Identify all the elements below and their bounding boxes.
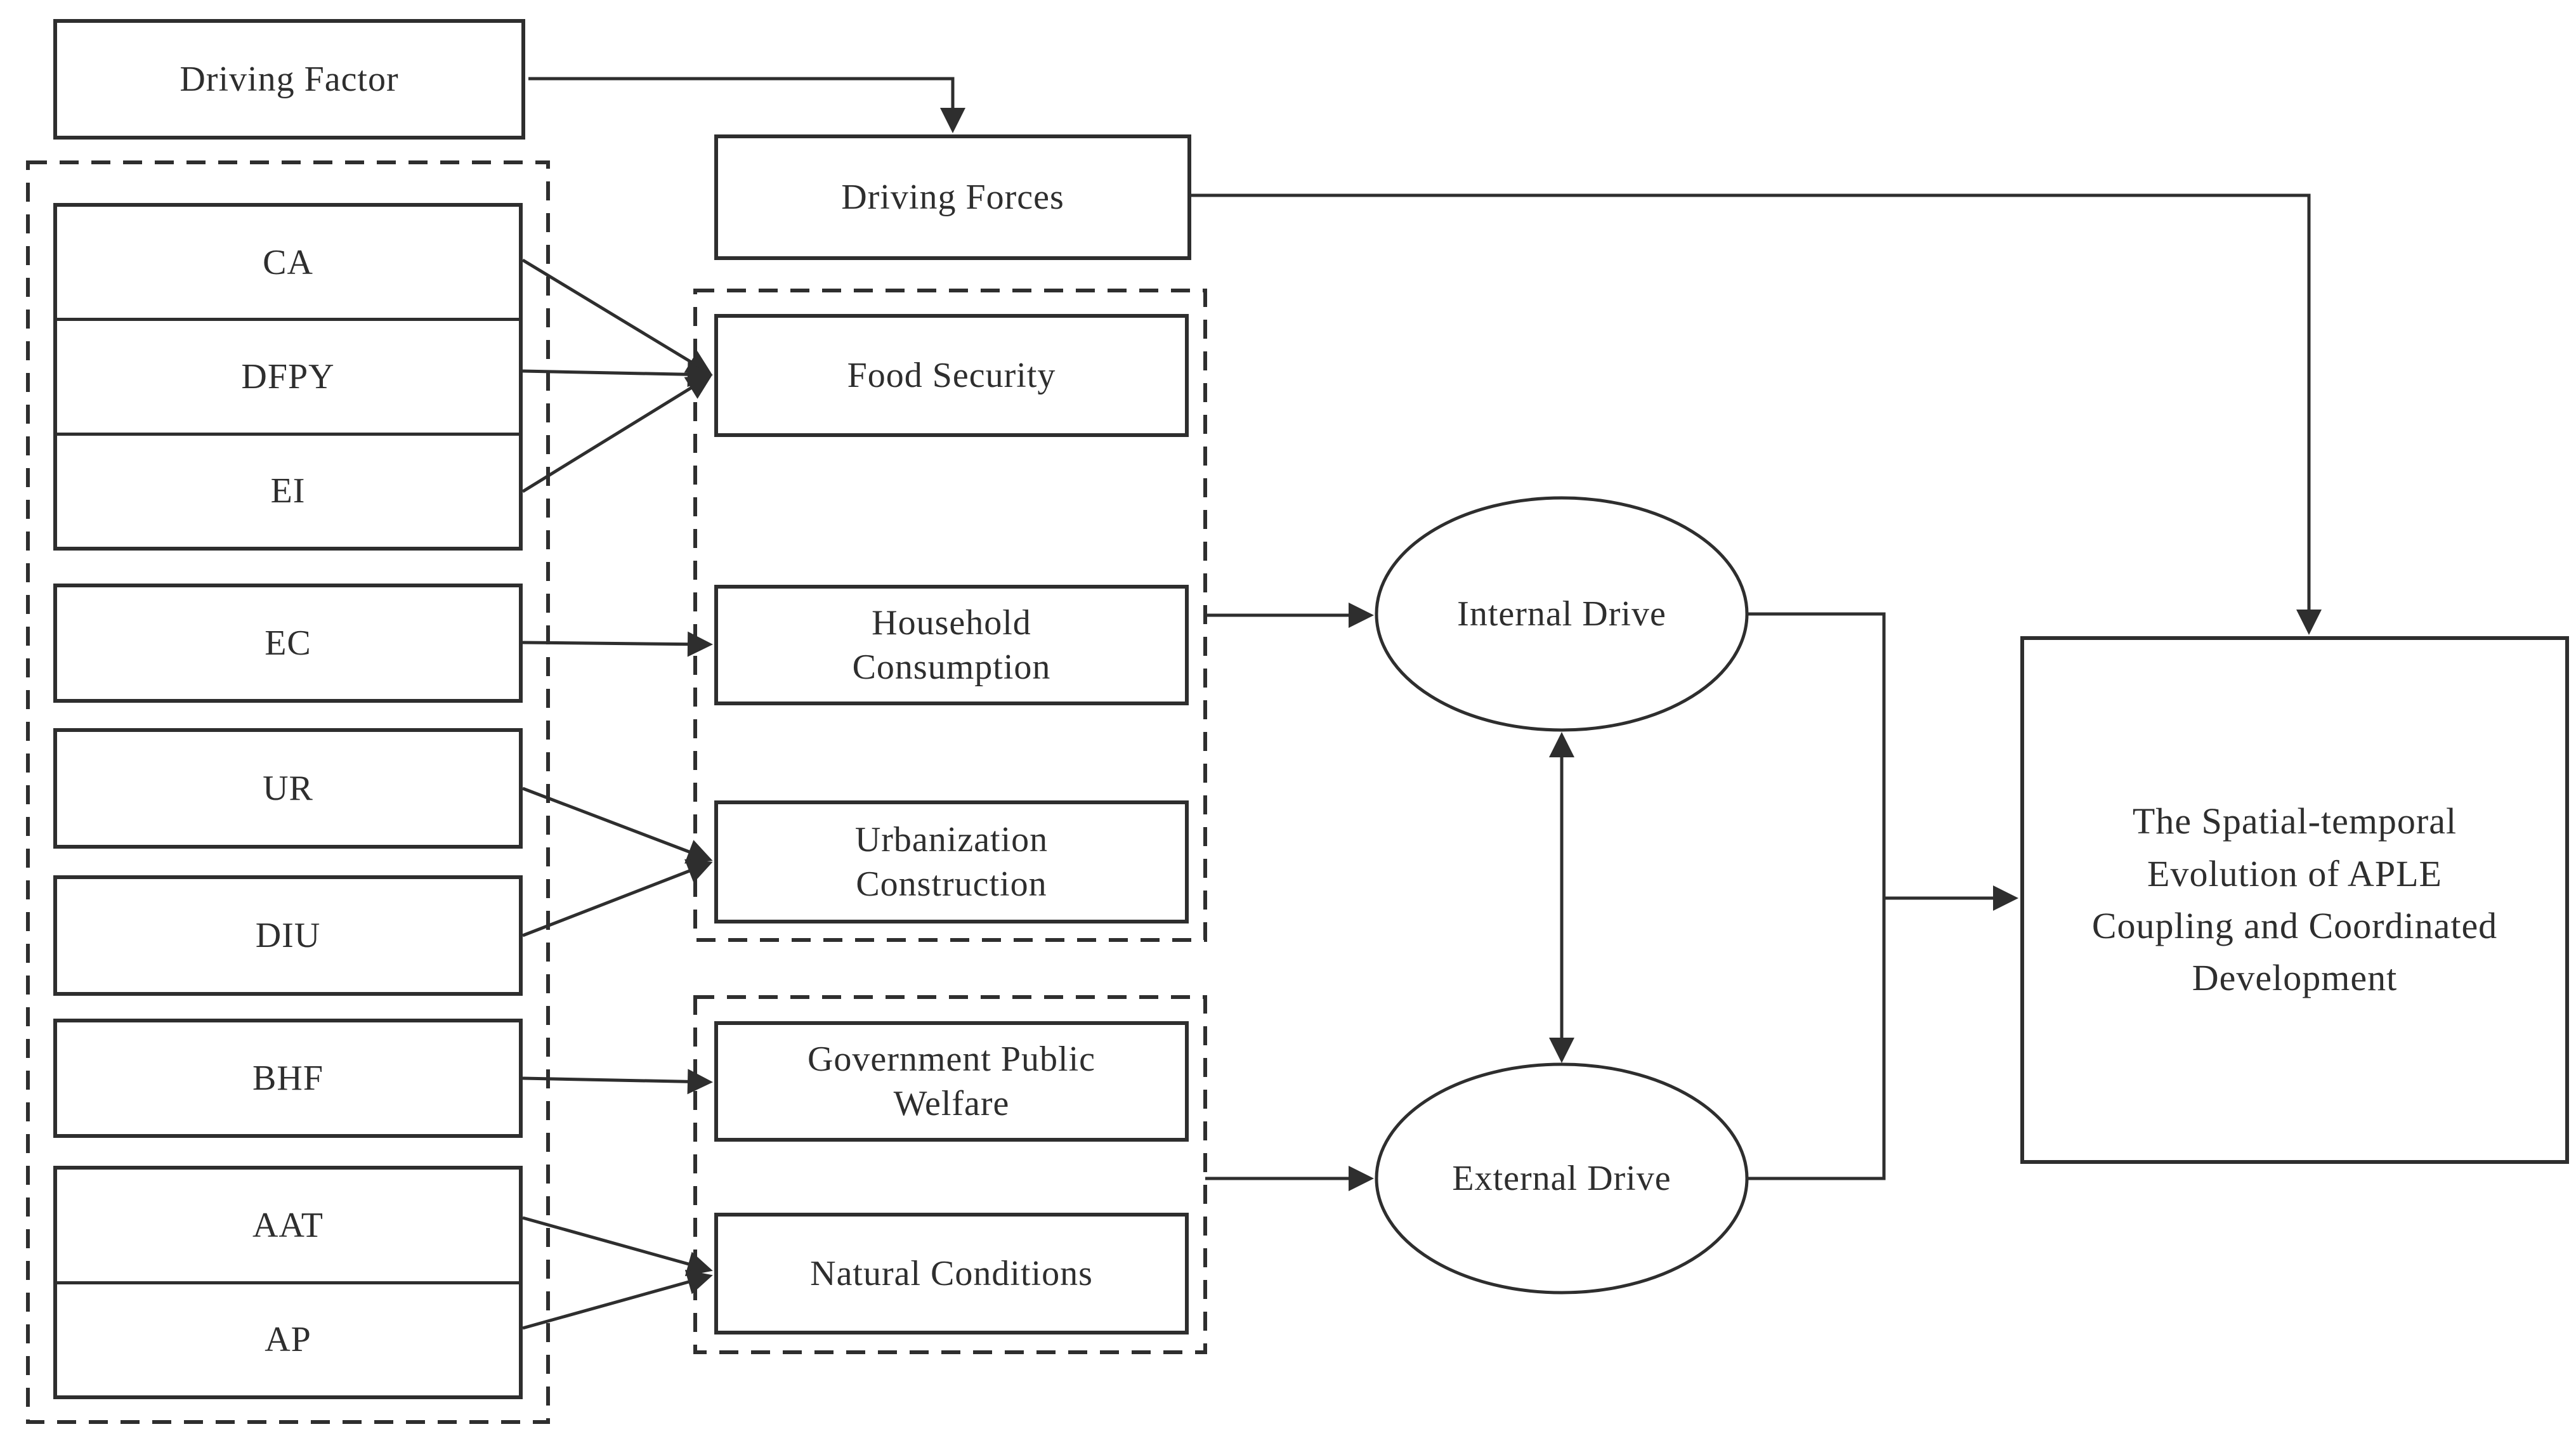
driving-factor-label: Driving Factor <box>180 60 399 99</box>
connector-dfpy-to-food-security <box>522 362 713 388</box>
factor-stack-ca-dfpy-ei: CA DFPY EI <box>53 203 523 551</box>
government-public-welfare-box: Government Public Welfare <box>714 1021 1189 1142</box>
external-category-group-border <box>693 995 1207 1354</box>
driving-forces-box: Driving Forces <box>714 134 1191 260</box>
driving-factor-box: Driving Factor <box>53 19 525 140</box>
driving-factor-group-border <box>26 160 550 1424</box>
factor-box-ec: EC <box>53 584 523 703</box>
connector-diu-to-urbanization-construction <box>522 859 713 937</box>
factor-box-ei: EI <box>57 432 519 547</box>
factor-box-ca: CA <box>57 207 519 318</box>
factor-label-dfpy: DFPY <box>241 356 335 396</box>
outcome-label: The Spatial-temporal Evolution of APLE C… <box>2091 800 2498 999</box>
factor-label-ap: AP <box>265 1320 311 1360</box>
factor-stack-aat-ap: AAT AP <box>53 1166 523 1399</box>
factor-label-diu: DIU <box>255 916 321 955</box>
factor-label-ca: CA <box>263 242 313 282</box>
natural-conditions-label: Natural Conditions <box>810 1254 1093 1293</box>
household-consumption-box: Household Consumption <box>714 585 1189 705</box>
factor-box-dfpy: DFPY <box>57 318 519 432</box>
external-drive-label: External Drive <box>1452 1159 1671 1198</box>
connector-driving-factor-to-driving-forces <box>528 77 965 133</box>
external-drive-ellipse <box>1375 1062 1749 1295</box>
driving-forces-label: Driving Forces <box>841 178 1064 217</box>
factor-label-ec: EC <box>265 623 311 663</box>
factor-label-ur: UR <box>263 769 313 808</box>
factor-label-ei: EI <box>270 471 306 511</box>
connector-ca-to-food-security <box>521 258 713 375</box>
connector-ec-to-household-consumption <box>522 631 713 657</box>
factor-box-bhf: BHF <box>53 1019 523 1138</box>
factor-label-bhf: BHF <box>252 1059 324 1098</box>
factor-box-aat: AAT <box>57 1170 519 1281</box>
factor-box-ur: UR <box>53 728 523 849</box>
connector-ap-to-natural-conditions <box>522 1269 713 1330</box>
internal-drive-label: Internal Drive <box>1457 594 1666 634</box>
factor-box-diu: DIU <box>53 875 523 996</box>
factor-box-ap: AP <box>57 1281 519 1396</box>
internal-drive-ellipse <box>1375 496 1749 732</box>
urbanization-construction-label: Urbanization Construction <box>854 820 1049 904</box>
connector-ei-to-food-security <box>521 374 713 493</box>
outcome-box: The Spatial-temporal Evolution of APLE C… <box>2020 636 2569 1164</box>
connector-internal-drive-to-junction <box>1747 612 1886 898</box>
government-public-welfare-label: Government Public Welfare <box>807 1040 1096 1123</box>
connector-external-drive-to-junction <box>1747 898 1886 1180</box>
connector-bhf-to-government-public-welfare <box>522 1069 713 1095</box>
connector-ur-to-urbanization-construction <box>522 786 713 864</box>
urbanization-construction-box: Urbanization Construction <box>714 800 1189 923</box>
household-consumption-label: Household Consumption <box>852 603 1051 687</box>
connector-aat-to-natural-conditions <box>522 1216 713 1277</box>
factor-label-aat: AAT <box>252 1205 324 1245</box>
connector-driving-forces-to-outcome <box>1191 193 2322 635</box>
natural-conditions-box: Natural Conditions <box>714 1213 1189 1334</box>
food-security-box: Food Security <box>714 314 1189 437</box>
food-security-label: Food Security <box>847 356 1056 395</box>
